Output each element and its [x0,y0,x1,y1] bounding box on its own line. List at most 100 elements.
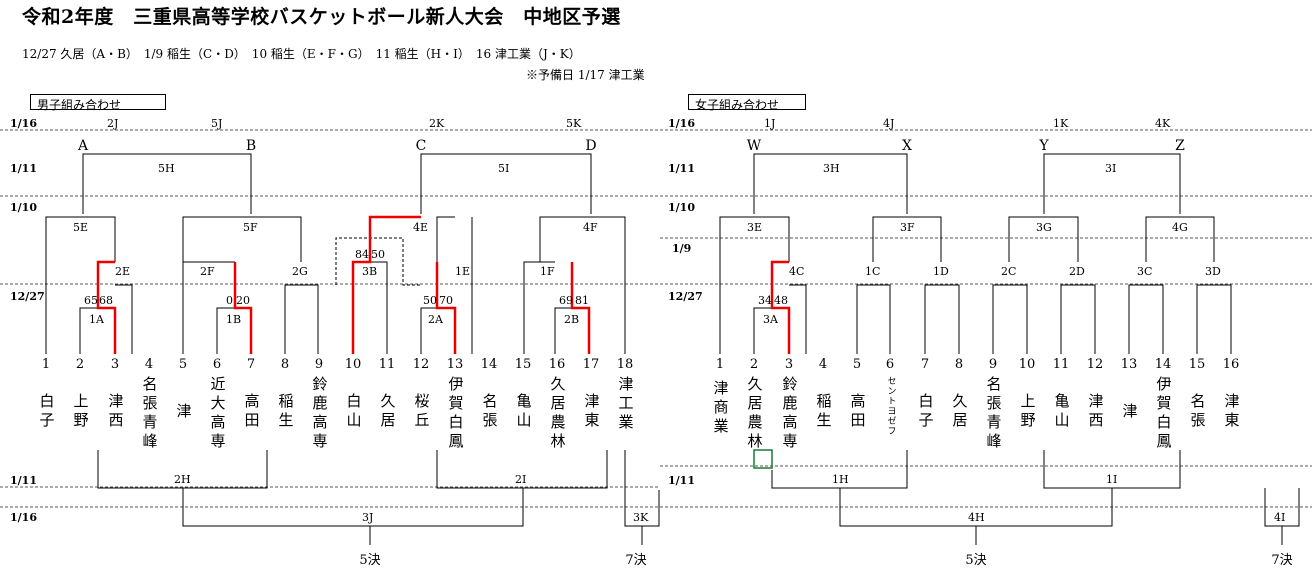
game-2I: 2I [515,473,527,486]
team-number: 7 [246,357,256,372]
team-name: 津商業 [711,380,730,437]
page-title: 令和2年度 三重県高等学校バスケットボール新人大会 中地区予選 [22,6,621,28]
game-3I: 3I [1105,162,1117,175]
court-5K: 5K [566,117,582,130]
game-2B: 2B [564,313,580,326]
score-1B-left: 0 [226,294,233,307]
game-5I: 5I [498,162,510,175]
w-date-label-1-10: 1/10 [668,201,695,214]
team-name: 名張 [480,393,499,431]
team-number: 11 [1052,357,1070,372]
team-name: 久居 [950,393,969,431]
men-fifth-place-final: 5決 [359,553,381,568]
team-name: 白子 [916,393,935,431]
team-number: 10 [1018,357,1036,372]
team-number: 14 [480,357,498,372]
game-2E: 2E [115,265,131,278]
date-label-12-27: 12/27 [10,290,45,303]
team-name: 白山 [344,393,363,431]
game-3D: 3D [1205,265,1221,278]
date-label-1-11: 1/11 [10,162,37,175]
group-Z: Z [1175,138,1185,154]
team-name: 久居農林 [745,376,764,452]
reserve-day-note: ※予備日 1/17 津工業 [526,68,645,82]
men-bracket-tag: 男子組み合わせ [30,94,166,112]
team-name: 名張青峰 [984,376,1003,452]
team-number: 3 [784,357,794,372]
team-name: 白子 [37,393,56,431]
team-number: 4 [818,357,828,372]
w-date-label-1-11-bottom: 1/11 [668,474,695,487]
game-1I: 1I [1106,473,1118,486]
women-bracket-tag: 女子組み合わせ [688,94,806,112]
game-5F: 5F [243,221,258,234]
team-number: 2 [749,357,759,372]
team-name: 津東 [582,393,601,431]
team-number: 9 [314,357,324,372]
date-label-1-16-bottom: 1/16 [10,511,37,524]
team-number: 12 [412,357,430,372]
team-number: 6 [885,357,895,372]
team-name: 名張 [1188,393,1207,431]
game-5E: 5E [73,221,89,234]
team-name: 津西 [1086,393,1105,431]
game-1D: 1D [933,265,949,278]
team-name: 近大高専 [208,376,227,452]
team-name: 津 [1120,403,1139,422]
team-name: 高田 [848,393,867,431]
team-number: 1 [41,357,51,372]
game-2G: 2G [292,265,308,278]
team-number: 1 [715,357,725,372]
team-number: 7 [920,357,930,372]
men-seventh-place-final: 7決 [625,553,647,568]
score-3B-right: 50 [371,248,385,261]
w-date-label-1-9: 1/9 [672,242,692,255]
game-2D: 2D [1069,265,1085,278]
team-number: 16 [548,357,566,372]
score-2B-left: 69 [559,294,573,307]
team-number: 10 [344,357,362,372]
game-2C: 2C [1001,265,1017,278]
team-name: 鈴鹿高専 [310,376,329,452]
game-1E: 1E [455,265,471,278]
team-number: 14 [1154,357,1172,372]
team-number: 4 [144,357,154,372]
team-name: 上野 [1018,393,1037,431]
date-label-1-11-bottom: 1/11 [10,474,37,487]
score-1A-left: 65 [84,294,98,307]
team-number: 13 [1120,357,1138,372]
game-3E: 3E [747,221,763,234]
group-D: D [585,138,597,154]
team-name: 久居農林 [548,376,567,452]
court-2K: 2K [429,117,445,130]
group-W: W [746,138,762,154]
date-label-1-16: 1/16 [10,117,37,130]
team-number: 5 [178,357,188,372]
game-3J: 3J [362,511,374,524]
date-label-1-10: 1/10 [10,201,37,214]
team-name: 津工業 [616,376,635,433]
team-name: セントヨゼフ [885,376,896,436]
team-number: 15 [514,357,532,372]
game-4H: 4H [968,511,985,524]
group-Y: Y [1039,138,1049,154]
game-4E: 4E [413,221,429,234]
team-number: 8 [954,357,964,372]
team-name: 津西 [106,393,125,431]
team-number: 2 [75,357,85,372]
game-2F: 2F [200,265,215,278]
group-B: B [245,138,257,154]
team-name: 鈴鹿高専 [780,376,799,452]
game-1F: 1F [540,265,555,278]
team-number: 12 [1086,357,1104,372]
score-1B-right: 20 [236,294,250,307]
game-1A: 1A [89,313,104,326]
team-number: 5 [852,357,862,372]
team-name: 名張青峰 [140,376,159,452]
group-C: C [415,138,427,154]
game-3G: 3G [1036,221,1052,234]
game-1B: 1B [226,313,242,326]
team-number: 15 [1188,357,1206,372]
game-3A: 3A [763,313,778,326]
team-name: 稲生 [276,393,295,431]
